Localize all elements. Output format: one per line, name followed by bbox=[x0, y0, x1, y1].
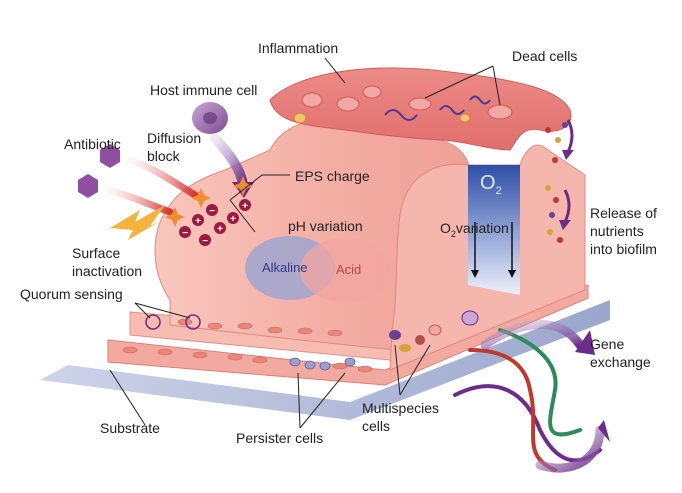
acid-region bbox=[300, 238, 390, 302]
release-arrow-2-head bbox=[559, 220, 571, 230]
eps-charges: + − − − + + + bbox=[179, 199, 251, 247]
gene-exchange-arrow-bottom bbox=[535, 425, 605, 473]
gene-exchange-arrow-top-head bbox=[575, 330, 595, 355]
quorum-sensing-label: Quorum sensing bbox=[20, 286, 123, 302]
quorum-sensing-cells bbox=[145, 314, 201, 330]
svg-text:−: − bbox=[202, 236, 208, 247]
persister-cells-group bbox=[289, 357, 356, 371]
o2-arrow-right-head bbox=[508, 270, 516, 278]
antibiotic-molecule-2 bbox=[78, 174, 98, 198]
surface-inactivation-label-line2: inactivation bbox=[72, 263, 143, 279]
gene-exchange-arrow-top bbox=[480, 319, 585, 350]
svg-text:+: + bbox=[242, 201, 248, 212]
dead-cells-group bbox=[293, 85, 513, 124]
release-arrow bbox=[566, 119, 574, 153]
antibiotic-trail-1 bbox=[118, 154, 199, 199]
ph-variation-label: pH variation bbox=[288, 218, 363, 234]
host-immune-cell-label: Host immune cell bbox=[150, 82, 258, 98]
diffusion-block-label-line1: Diffusion bbox=[147, 130, 202, 146]
substrate-label: Substrate bbox=[100, 420, 160, 436]
antibiotic-molecule-1 bbox=[100, 144, 120, 168]
acid-label: Acid bbox=[336, 262, 362, 277]
o2-variation-label: O2variation bbox=[440, 220, 509, 239]
impact-stars bbox=[165, 176, 253, 227]
svg-text:+: + bbox=[217, 224, 223, 235]
multispecies-label-line2: cells bbox=[362, 418, 391, 434]
release-label-line2: nutrients bbox=[590, 223, 644, 239]
gene-exchange-label-line1: Gene bbox=[590, 336, 625, 352]
surface-inactivation-label-line1: Surface bbox=[72, 245, 121, 261]
diffusion-block-label-line2: block bbox=[147, 148, 180, 164]
biofilm-body bbox=[154, 117, 471, 351]
multispecies-label-line1: Multispecies bbox=[362, 400, 440, 416]
nutrient-particles bbox=[545, 122, 568, 243]
leader-lines bbox=[109, 57, 501, 429]
gene-exchange-label-line2: exchange bbox=[590, 354, 651, 370]
svg-text:+: + bbox=[230, 214, 236, 225]
surface-inactivation-bolt bbox=[110, 205, 165, 240]
eps-charge-label: EPS charge bbox=[295, 168, 370, 184]
gene-exchange-arrow-bottom-head bbox=[598, 420, 610, 442]
host-immune-nucleus bbox=[203, 112, 217, 124]
alkaline-label: Alkaline bbox=[262, 260, 308, 275]
antibiotic-label: Antibiotic bbox=[64, 136, 121, 152]
antibiotic-trail-2 bbox=[96, 184, 174, 216]
o2-column bbox=[468, 165, 520, 295]
gene-exchange-cell bbox=[461, 310, 479, 326]
multispecies-cells-group bbox=[389, 324, 442, 352]
svg-text:+: + bbox=[195, 216, 201, 227]
biofilm-base-layer bbox=[107, 284, 589, 386]
dead-cells-label: Dead cells bbox=[512, 48, 578, 64]
o2-arrow-left-head bbox=[471, 270, 479, 278]
svg-text:−: − bbox=[209, 206, 215, 217]
o2-symbol: O2 bbox=[480, 172, 502, 197]
release-label-line3: into biofilm bbox=[590, 241, 657, 257]
svg-text:−: − bbox=[182, 228, 188, 239]
persister-cells-label: Persister cells bbox=[236, 430, 324, 446]
release-arrow-2 bbox=[563, 189, 571, 223]
substrate-slab bbox=[40, 300, 610, 420]
release-arrow-head bbox=[562, 150, 574, 160]
release-label-line1: Release of bbox=[590, 205, 657, 221]
inflammation-label: Inflammation bbox=[258, 40, 339, 56]
layer-cells bbox=[122, 318, 373, 373]
